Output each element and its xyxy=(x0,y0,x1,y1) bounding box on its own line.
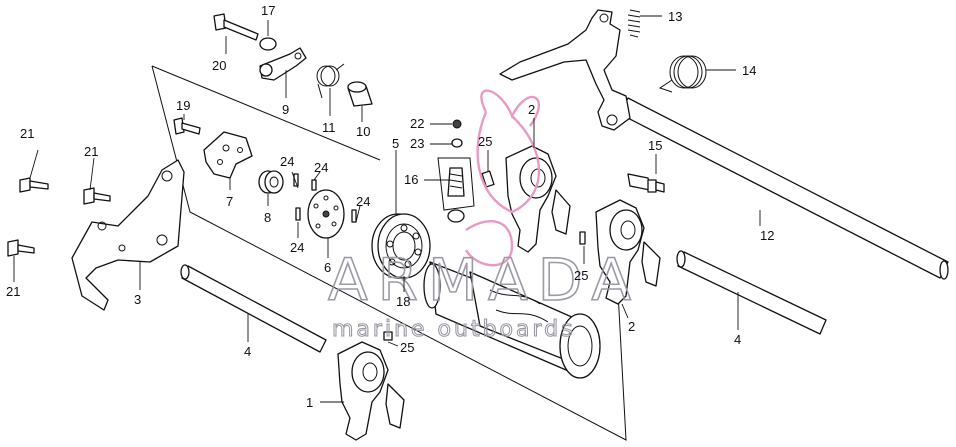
part-9-arm xyxy=(259,47,307,81)
part-10-collar xyxy=(347,81,373,107)
part-24-pins xyxy=(293,173,357,223)
callout-12: 12 xyxy=(760,228,774,243)
callout-25-a: 25 xyxy=(478,134,492,149)
watermark-tagline: marine outboards xyxy=(332,317,576,342)
callout-21-a: 21 xyxy=(20,126,34,141)
part-16-neutral-switch xyxy=(447,167,465,223)
part-2-shift-fork-upper xyxy=(505,145,571,253)
callout-4-b: 4 xyxy=(734,332,741,347)
callout-20: 20 xyxy=(212,58,226,73)
callout-8: 8 xyxy=(264,210,271,225)
callout-21-c: 21 xyxy=(6,284,20,299)
part-15-pin xyxy=(627,173,665,193)
part-20-bolt xyxy=(213,13,259,41)
part-11-spring xyxy=(316,63,345,99)
part-8-roller xyxy=(258,170,284,194)
callout-24-d: 24 xyxy=(356,194,370,209)
callout-25-b: 25 xyxy=(574,268,588,283)
part-18-shift-drum xyxy=(423,261,601,379)
callout-10: 10 xyxy=(356,124,370,139)
watermark-brand: ARMADA xyxy=(328,246,641,314)
callout-22: 22 xyxy=(410,116,424,131)
callout-17: 17 xyxy=(261,3,275,18)
callout-15: 15 xyxy=(648,138,662,153)
part-22-ball xyxy=(452,119,462,129)
part-21-bolt-b xyxy=(83,187,111,205)
part-16-callout-box xyxy=(437,157,475,211)
part-23-washer xyxy=(451,138,463,148)
callout-11: 11 xyxy=(322,120,336,135)
callout-16: 16 xyxy=(404,172,418,187)
part-3-bracket-plate xyxy=(71,159,185,311)
part-4-shaft-left xyxy=(180,264,327,353)
callout-5: 5 xyxy=(392,136,399,151)
callout-24-b: 24 xyxy=(314,160,328,175)
callout-13: 13 xyxy=(668,9,682,24)
part-21-bolt-c xyxy=(7,239,35,257)
panel-top-edge xyxy=(151,65,381,161)
part-2-shift-fork-right xyxy=(595,199,661,305)
part-25-pins xyxy=(383,170,586,341)
armada-logo-icon xyxy=(464,89,541,267)
part-17-washer xyxy=(259,37,277,51)
part-12-shift-shaft xyxy=(619,97,949,280)
callout-23: 23 xyxy=(410,136,424,151)
part-21-bolt-a xyxy=(19,177,49,193)
callout-3: 3 xyxy=(134,292,141,307)
callout-19: 19 xyxy=(176,98,190,113)
callout-21-b: 21 xyxy=(84,144,98,159)
callout-2-a: 2 xyxy=(528,102,535,117)
callout-24-c: 24 xyxy=(290,240,304,255)
callout-25-c: 25 xyxy=(400,340,414,355)
callout-9: 9 xyxy=(282,102,289,117)
assembly-panel-outline xyxy=(151,65,627,441)
callout-2-b: 2 xyxy=(628,319,635,334)
part-12-shift-arm xyxy=(499,9,631,131)
callout-14: 14 xyxy=(742,63,756,78)
part-19-bolt xyxy=(173,117,201,135)
part-1-shift-fork xyxy=(337,341,405,441)
leader-lines xyxy=(13,15,761,403)
callout-1: 1 xyxy=(306,395,313,410)
callout-7: 7 xyxy=(226,194,233,209)
part-6-pin-plate xyxy=(307,189,345,239)
part-13-spring xyxy=(627,9,641,38)
callout-6: 6 xyxy=(324,260,331,275)
part-14-torsion-spring xyxy=(658,55,707,93)
callout-4-a: 4 xyxy=(244,344,251,359)
part-7-stopper-plate xyxy=(203,131,253,179)
callout-18: 18 xyxy=(396,294,410,309)
part-4-shaft-right xyxy=(676,250,827,335)
callout-24-a: 24 xyxy=(280,154,294,169)
